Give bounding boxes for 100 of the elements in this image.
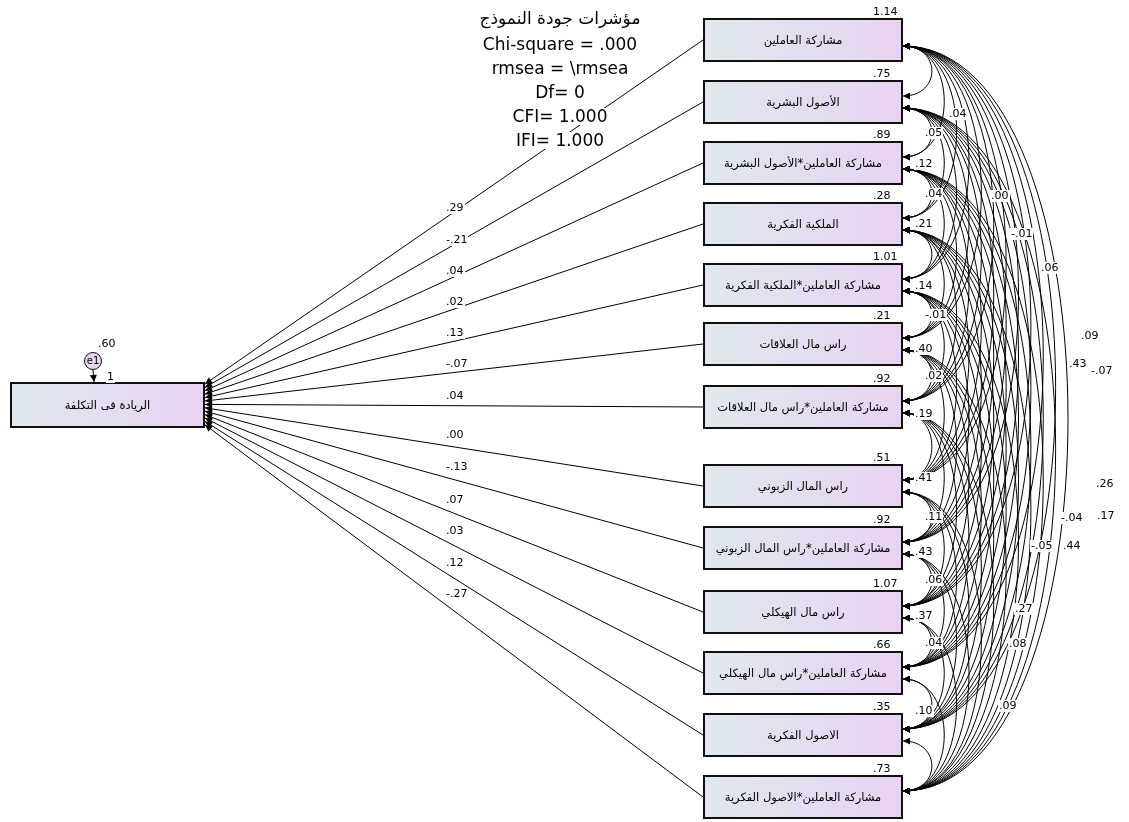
variable-name: راس مال الهيكلي — [761, 604, 845, 620]
edge-label: -.01 — [923, 308, 948, 321]
path-arrow — [204, 420, 704, 736]
covariance-arrow — [902, 490, 982, 793]
variable-name: مشاركة العاملين*راس مال الهيكلي — [719, 665, 887, 681]
edge-label: -.21 — [445, 233, 469, 246]
covariance-value: .08 — [1008, 638, 1028, 651]
edge-label: -.07 — [445, 357, 469, 370]
variable-box — [703, 385, 903, 429]
edge-label: .03 — [445, 524, 465, 537]
path-arrow — [204, 417, 704, 674]
covariance-value: .40 — [914, 343, 934, 356]
path-arrow — [204, 409, 704, 549]
covariance-arrow — [902, 552, 970, 793]
edge-label: .06 — [923, 574, 944, 587]
edge-label: .12 — [445, 556, 465, 569]
variable-name: مشاركة العاملين*راس مال العلاقات — [717, 399, 889, 415]
covariance-value: -.01 — [1010, 228, 1034, 241]
variable-box — [703, 18, 903, 62]
variance-value: .92 — [873, 514, 891, 525]
covariance-value: .09 — [998, 700, 1018, 713]
covariance-value: .00 — [990, 190, 1010, 203]
variable-name: مشاركة العاملين*راس المال الزبوني — [715, 540, 891, 556]
variable-box — [703, 775, 903, 819]
variance-value: .35 — [873, 701, 891, 712]
variance-value: .28 — [873, 190, 891, 201]
variable-name: e1 — [86, 354, 100, 368]
variable-box — [703, 80, 903, 124]
path-arrow — [89, 369, 97, 383]
path-arrow — [204, 343, 704, 404]
diagram-title: مؤشرات جودة النموذج — [479, 10, 641, 27]
variable-box — [703, 713, 903, 757]
covariance-arrow — [902, 411, 995, 793]
covariance-value: .06 — [1040, 262, 1060, 275]
covariance-value: .27 — [1014, 603, 1034, 616]
covariance-value: -.05 — [1030, 540, 1054, 553]
fit-index: Chi-square = .000 — [482, 36, 638, 53]
edge-label: .02 — [923, 369, 944, 382]
variance-value: .66 — [873, 639, 891, 650]
variable-name: راس مال العلاقات — [759, 336, 847, 352]
fit-index: IFI= 1.000 — [515, 132, 605, 149]
path-arrow — [204, 413, 704, 613]
variance-value: .73 — [873, 763, 891, 774]
variable-name: مشاركة العاملين*الملكية الفكرية — [725, 277, 881, 293]
edge-label: .04 — [923, 636, 944, 649]
covariance-arrow — [902, 616, 958, 793]
covariance-value: .04 — [948, 108, 968, 121]
path-arrow — [204, 162, 704, 392]
variance-value: .60 — [98, 338, 116, 349]
variable-name: الاصول الفكرية — [766, 727, 840, 743]
variable-name: الأصول البشرية — [766, 94, 840, 110]
variance-value: .75 — [873, 68, 891, 79]
variable-box — [10, 382, 205, 428]
variable-name: مشاركة العاملين*الاصول الفكرية — [724, 789, 882, 805]
edge-label: .11 — [923, 511, 944, 524]
variable-name: مشاركة العاملين*الأصول البشرية — [723, 155, 883, 171]
covariance-value: .14 — [914, 280, 934, 293]
variable-name: مشاركة العاملين — [763, 32, 843, 48]
path-arrow — [204, 400, 704, 408]
variable-box — [703, 202, 903, 246]
variable-box — [703, 263, 903, 307]
variance-value: 1.14 — [873, 6, 898, 17]
variance-value: .89 — [873, 129, 891, 140]
variable-name: راس المال الزبوني — [757, 478, 849, 494]
variable-box — [703, 464, 903, 508]
variable-box — [703, 590, 903, 634]
covariance-arrow — [902, 228, 1032, 793]
variance-value: 1.01 — [873, 251, 898, 262]
covariance-value: .10 — [914, 705, 934, 718]
edge-label: 1 — [106, 371, 115, 384]
variance-value: 1.07 — [873, 578, 898, 589]
path-arrow — [204, 405, 704, 487]
path-arrow — [204, 424, 704, 798]
edge-label: .04 — [445, 265, 465, 278]
path-arrow — [204, 39, 704, 385]
covariance-value: .19 — [914, 408, 934, 421]
edge-label: .04 — [445, 389, 465, 402]
covariance-value: -.04 — [1060, 512, 1084, 525]
variable-box — [703, 526, 903, 570]
path-arrow — [204, 223, 704, 396]
variable-box — [703, 322, 903, 366]
path-arrow — [204, 284, 704, 400]
fit-index: Df= 0 — [535, 84, 585, 101]
edge-label: .04 — [923, 187, 944, 200]
covariance-arrow — [902, 167, 1044, 793]
covariance-value: .12 — [914, 158, 934, 171]
edge-label: .07 — [445, 493, 465, 506]
edge-label: .02 — [445, 296, 465, 309]
variable-box — [703, 651, 903, 695]
edge-label: .29 — [445, 202, 465, 215]
path-arrow — [204, 101, 704, 388]
variable-box — [703, 141, 903, 185]
edge-label: .05 — [923, 126, 944, 139]
covariance-arrow — [902, 289, 1019, 793]
fit-index: CFI= 1.000 — [512, 108, 608, 125]
variable-name: الملكية الفكرية — [767, 216, 839, 232]
edge-label: .13 — [445, 327, 465, 340]
fit-index: rmsea = \rmsea — [491, 60, 629, 77]
covariance-value: .37 — [914, 610, 934, 623]
variance-value: .51 — [873, 452, 891, 463]
